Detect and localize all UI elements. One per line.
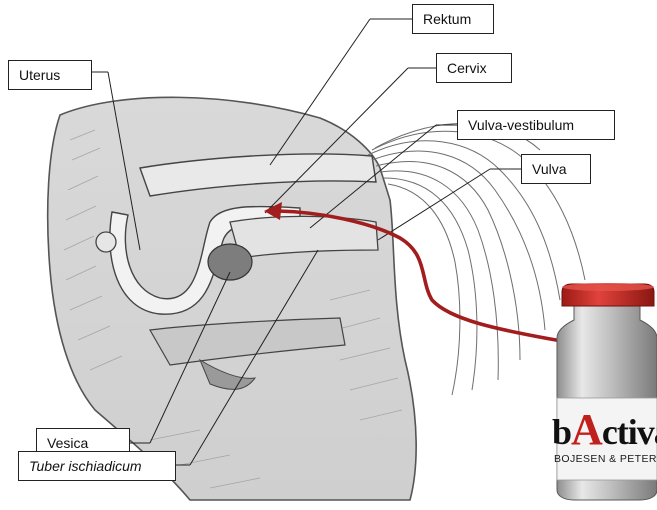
label-cervix: Cervix <box>436 53 512 83</box>
label-vulva-vestibulum: Vulva-vestibulum <box>457 110 615 140</box>
label-vulva: Vulva <box>521 154 591 184</box>
vial-brand-first: b <box>552 412 571 450</box>
vial <box>557 283 657 500</box>
insemination-arrow <box>278 211 556 340</box>
vial-brand-rest: ctivat <box>602 412 657 450</box>
label-rektum: Rektum <box>412 4 494 34</box>
vial-cap-top <box>562 283 654 291</box>
label-tuber-ischiadicum: Tuber ischiadicum <box>18 451 176 481</box>
vial-maker-text: BOJESEN & PETERSE <box>554 451 657 467</box>
label-uterus: Uterus <box>8 60 92 90</box>
vial-brand-accent: A <box>571 410 602 450</box>
arrow-head <box>264 202 282 220</box>
vial-brand-text: bActivat <box>552 410 657 450</box>
